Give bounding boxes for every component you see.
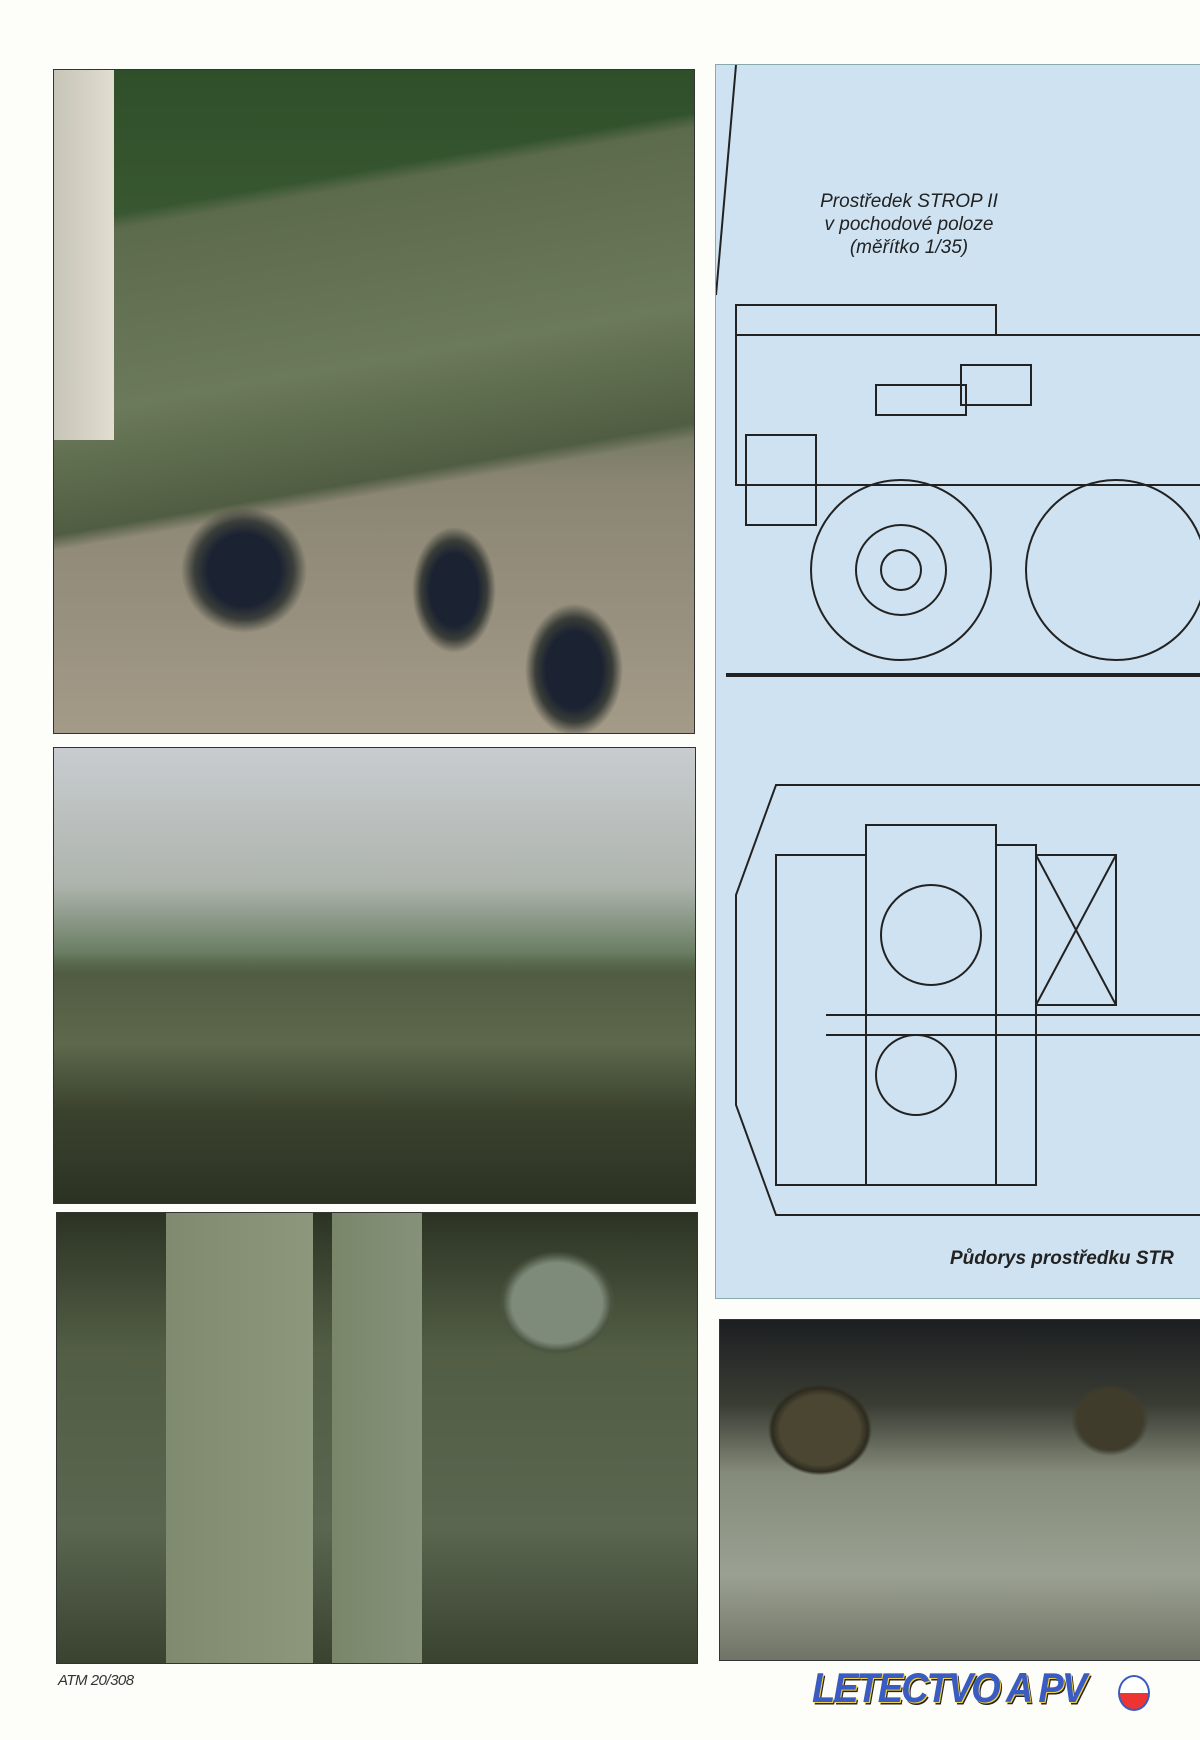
caption-line: v pochodové poloze	[824, 214, 994, 235]
turret-photo	[53, 747, 696, 1204]
magazine-logo: LETECTVO A PV	[812, 1665, 1087, 1713]
side-view-caption: Prostředek STROP II v pochodové poloze (…	[794, 190, 1024, 259]
technical-drawing-panel: Prostředek STROP II v pochodové poloze (…	[715, 64, 1200, 1299]
building	[54, 70, 114, 440]
plan-view-caption: Půdorys prostředku STR	[950, 1248, 1174, 1269]
top-detail-photo	[56, 1212, 698, 1664]
caption-line: Prostředek STROP II	[820, 191, 998, 212]
hatch-detail-photo	[719, 1319, 1200, 1661]
side-view-photo	[53, 69, 695, 734]
caption-line: (měřítko 1/35)	[849, 237, 969, 258]
side-view-drawing	[716, 65, 1200, 677]
issue-number: ATM 20/308	[58, 1672, 134, 1689]
czech-flag-icon	[1118, 1675, 1150, 1711]
plan-view-drawing	[735, 784, 1200, 1216]
vehicle-line-drawing	[716, 65, 1200, 1216]
